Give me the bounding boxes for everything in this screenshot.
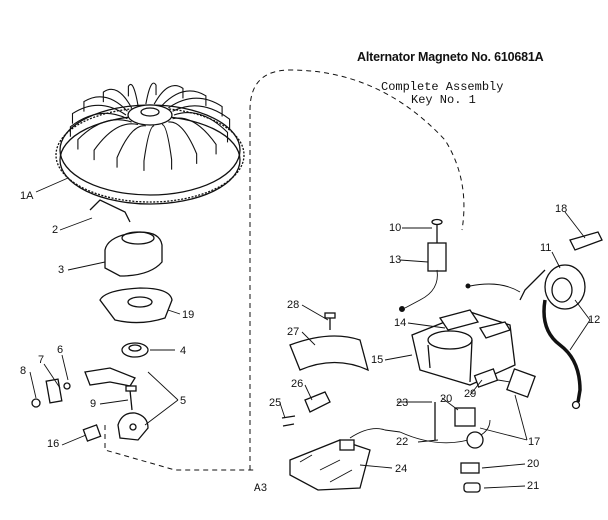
flywheel-fin	[172, 117, 217, 155]
callout-label: 23	[396, 397, 409, 409]
flywheel-fins	[69, 82, 231, 171]
circuit-board-part-24	[289, 428, 401, 491]
callout-label: 14	[394, 317, 407, 329]
flywheel-fin	[71, 104, 127, 124]
callout-label: 29	[464, 388, 477, 400]
callout-label: 26	[291, 378, 304, 390]
flywheel-fin	[145, 82, 157, 105]
callout-label: 21	[527, 480, 540, 492]
callout-label: 16	[47, 438, 60, 450]
flywheel-fin	[93, 123, 139, 161]
wedge-part-18	[569, 231, 603, 251]
callout-label: 20	[527, 458, 540, 470]
flywheel-fin	[173, 112, 229, 143]
callout-label: 24	[395, 463, 408, 475]
callout-label: 10	[389, 222, 402, 234]
flywheel-fin	[161, 123, 173, 170]
callout-label: 25	[269, 397, 282, 409]
flywheel-fin	[168, 97, 223, 117]
flywheel-fin	[127, 83, 139, 106]
callout-label: 5	[180, 395, 187, 407]
flywheel-fin	[153, 85, 184, 105]
flywheel-fin	[161, 90, 207, 106]
diagram-code: A3	[254, 483, 268, 495]
stator-bracket-part-14-15	[411, 309, 516, 386]
collar-part-4	[121, 342, 149, 358]
leads-part-12	[542, 299, 582, 403]
callout-label: 6	[57, 344, 64, 356]
callout-label: 11	[540, 242, 552, 254]
callout-label: 22	[396, 436, 409, 448]
flywheel-fin	[116, 125, 146, 168]
callout-label: 9	[90, 398, 97, 410]
flywheel-fin	[172, 105, 231, 130]
callout-label: 20	[440, 393, 453, 405]
callout-label: 28	[287, 299, 300, 311]
flywheel-fin	[168, 121, 198, 164]
assembly-subtitle: Complete Assembly	[381, 80, 504, 94]
flywheel-fin	[143, 125, 155, 171]
lever-part-5	[84, 367, 136, 387]
callout-label: 8	[20, 365, 27, 377]
callout-label: 13	[389, 254, 402, 266]
cover-part-27	[289, 335, 369, 372]
flywheel-fin	[77, 119, 132, 150]
coil-part-11	[519, 264, 586, 310]
key-number-subtitle: Key No. 1	[411, 93, 476, 107]
leader-lines	[29, 177, 591, 489]
callout-label: 19	[182, 309, 195, 321]
flywheel-fin	[102, 88, 133, 109]
callout-label: 17	[528, 436, 541, 448]
callout-label: 1A	[20, 190, 34, 202]
callout-label: 2	[52, 224, 59, 236]
gasket-part-19	[99, 287, 173, 324]
callout-label: 4	[180, 345, 187, 357]
callout-label: 27	[287, 326, 300, 338]
assembly-boundary-dashed	[104, 69, 465, 471]
callout-label: 7	[38, 354, 45, 366]
flywheel-part-1A	[55, 104, 245, 205]
callout-label: 3	[58, 264, 65, 276]
flywheel-fin	[69, 112, 128, 137]
callout-label: 15	[371, 354, 384, 366]
flywheel-fin	[83, 96, 128, 112]
diagram-title: Alternator Magneto No. 610681A	[357, 50, 544, 64]
callout-label: 18	[555, 203, 568, 215]
clip-part-2	[89, 199, 131, 223]
callout-label: 12	[588, 314, 601, 326]
